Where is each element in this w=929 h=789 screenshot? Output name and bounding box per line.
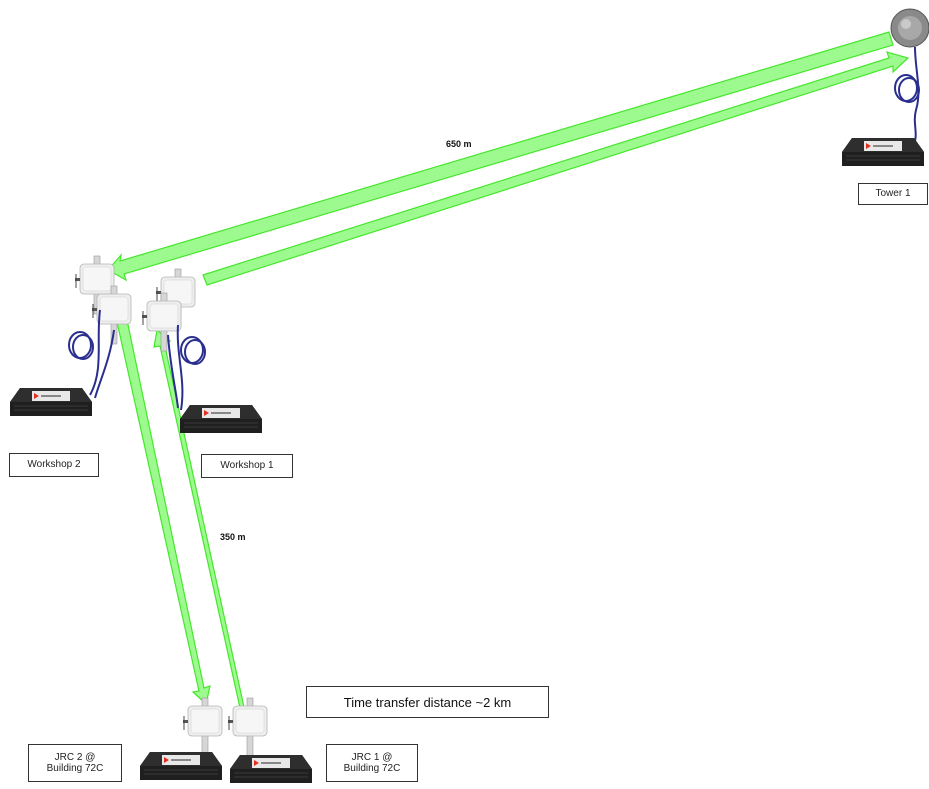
time-transfer-summary: Time transfer distance ~2 km (306, 686, 549, 718)
link-workshop2-to-jrc2-arrow (117, 320, 210, 704)
site-label-workshop1: Workshop 1 (201, 454, 293, 478)
workshop1-radio-lower-icon (142, 293, 181, 351)
jrc1-receiver-device-icon (230, 755, 312, 783)
workshop2-fiber-coil-icon (69, 332, 93, 359)
site-label-jrc2: JRC 2 @ Building 72C (28, 744, 122, 782)
link-tower-to-workshop2-arrow (108, 32, 893, 280)
distance-label-short: 350 m (220, 532, 246, 542)
site-label-tower: Tower 1 (858, 183, 928, 205)
link-workshop1-to-tower-arrow (203, 52, 908, 285)
jrc1-radio-icon (228, 698, 267, 756)
tower-receiver-device-icon (842, 138, 924, 166)
workshop2-receiver-device-icon (10, 388, 92, 416)
tower-dish-antenna (891, 9, 929, 47)
site-label-workshop2: Workshop 2 (9, 453, 99, 477)
distance-label-long: 650 m (446, 139, 472, 149)
workshop1-fiber-coil-icon (181, 337, 205, 364)
tower-fiber-coil-icon (895, 75, 919, 102)
jrc2-receiver-device-icon (140, 752, 222, 780)
jrc2-radio-icon (183, 698, 222, 756)
workshop1-receiver-device-icon (180, 405, 262, 433)
site-label-jrc1: JRC 1 @ Building 72C (326, 744, 418, 782)
